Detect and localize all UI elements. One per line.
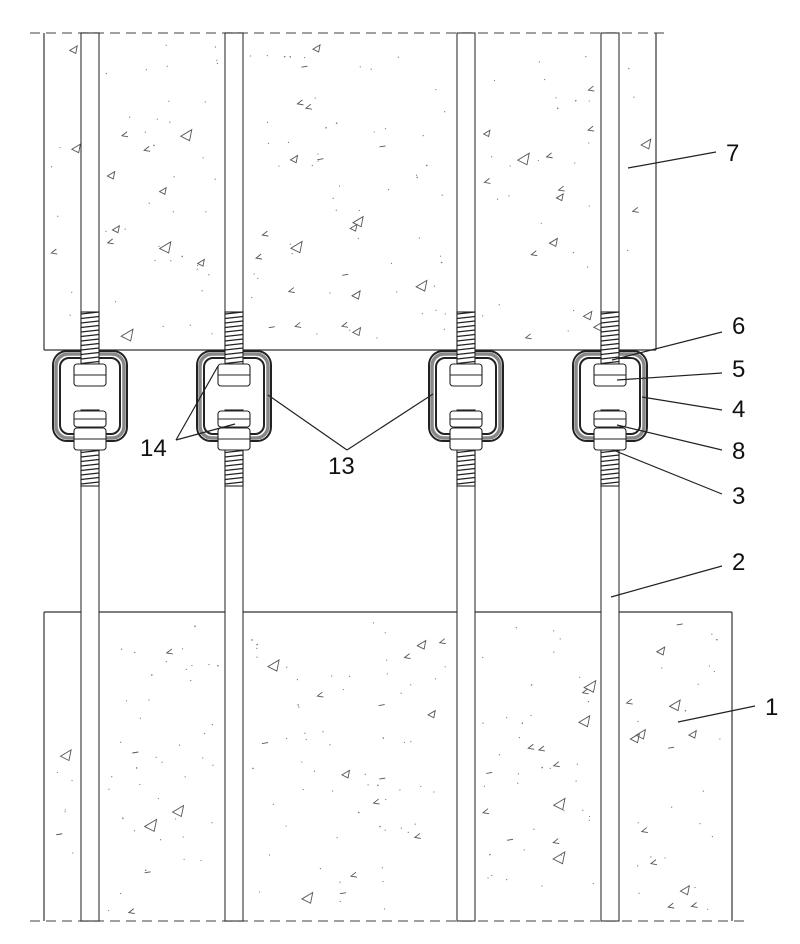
coupler-4	[572, 311, 648, 487]
coupler-3	[428, 311, 504, 487]
leader-14b	[175, 423, 236, 441]
leader-14a	[175, 365, 219, 441]
label-3: 3	[732, 483, 745, 510]
label-14: 14	[140, 435, 167, 462]
leader-lines	[175, 151, 756, 723]
label-13: 13	[328, 453, 355, 480]
label-2: 2	[732, 549, 745, 576]
leader-13a	[267, 394, 348, 451]
rebar-couplers	[52, 311, 648, 487]
leader-7	[627, 151, 717, 169]
label-6: 6	[732, 313, 745, 340]
leader-3	[612, 449, 723, 495]
lower-concrete-panel	[43, 611, 733, 921]
leader-1	[677, 705, 756, 723]
upper-panel-texture	[50, 43, 652, 342]
coupler-2	[196, 311, 272, 487]
label-7: 7	[726, 140, 739, 167]
lower-panel-texture	[56, 622, 721, 915]
label-5: 5	[732, 356, 745, 383]
coupler-1	[52, 311, 128, 487]
label-1: 1	[765, 694, 778, 721]
upper-concrete-panel	[43, 33, 657, 351]
leader-2	[610, 565, 723, 598]
leader-4	[641, 396, 723, 411]
label-8: 8	[732, 438, 745, 465]
reference-labels: 7 6 5 4 8 3 2 1 14 13	[140, 140, 778, 721]
leader-5	[616, 372, 723, 381]
label-4: 4	[732, 396, 745, 423]
leader-6	[611, 331, 723, 361]
leader-8	[616, 424, 723, 451]
leader-13b	[346, 393, 434, 451]
